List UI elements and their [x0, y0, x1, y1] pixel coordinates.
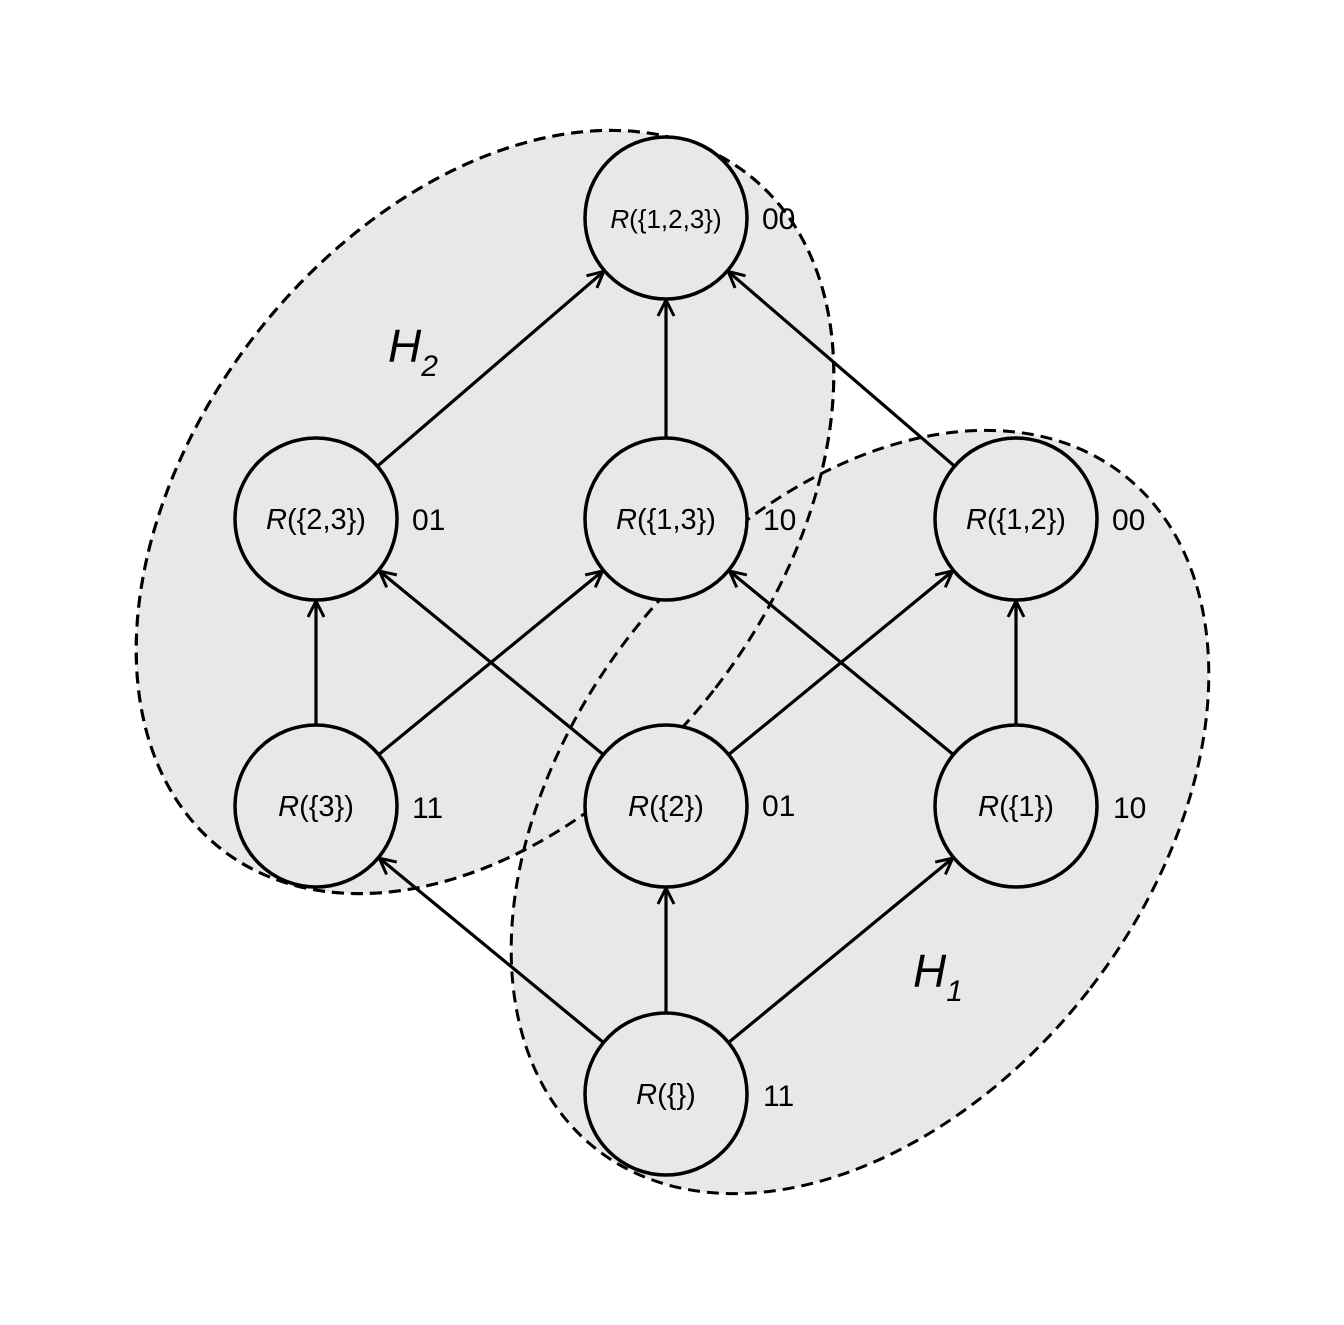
node-code: 10 — [1113, 792, 1146, 825]
node-set: ({1,2}) — [987, 504, 1066, 536]
node-circle — [583, 1011, 749, 1177]
node-prefix: R — [636, 1079, 657, 1111]
node-set: ({2}) — [649, 791, 704, 823]
node-r-3: R({3}) 11 — [233, 723, 443, 889]
node-circle — [583, 723, 749, 889]
node-code: 00 — [1112, 504, 1145, 537]
edge-arrow-n12-to-n123 — [728, 271, 956, 468]
node-set: ({1,2,3}) — [629, 204, 722, 234]
region-label-h2: H2 — [388, 320, 438, 383]
region-h1 — [509, 428, 1211, 1196]
node-circle — [233, 723, 399, 889]
node-set: ({2,3}) — [287, 504, 366, 536]
node-prefix: R — [966, 504, 987, 536]
edge-arrow-n1-to-n13 — [729, 571, 955, 756]
region-h1-subscript: 1 — [946, 975, 963, 1008]
region-label-h1: H1 — [913, 945, 963, 1008]
node-code: 10 — [763, 504, 796, 537]
node-circle — [933, 723, 1099, 889]
region-h2-name: H — [388, 320, 422, 372]
node-label: R({2,3}) — [266, 504, 366, 536]
node-r-13: R({1,3}) 10 — [583, 436, 796, 602]
edges — [316, 271, 1016, 1044]
node-r-123: R({1,2,3}) 00 — [583, 135, 795, 301]
edge-arrow-n0-to-n3 — [379, 858, 605, 1044]
node-set: ({1}) — [999, 791, 1054, 823]
node-label: R({3}) — [278, 791, 354, 823]
node-label: R({1,3}) — [616, 504, 716, 536]
node-prefix: R — [610, 204, 629, 234]
node-r-empty: R({}) 11 — [583, 1011, 794, 1177]
region-h1-name: H — [913, 945, 947, 997]
node-label: R({}) — [636, 1079, 696, 1111]
node-circle — [583, 436, 749, 602]
node-set: ({1,3}) — [637, 504, 716, 536]
node-set: ({}) — [657, 1079, 696, 1111]
node-r-23: R({2,3}) 01 — [233, 436, 445, 602]
edge-arrow-n0-to-n1 — [727, 858, 953, 1044]
node-r-1: R({1}) 10 — [933, 723, 1146, 889]
node-code: 11 — [763, 1080, 794, 1113]
node-prefix: R — [978, 791, 999, 823]
node-circle — [583, 135, 749, 301]
node-label: R({1,2}) — [966, 504, 1066, 536]
node-code: 01 — [762, 790, 795, 823]
node-prefix: R — [616, 504, 637, 536]
node-code: 11 — [412, 792, 443, 825]
node-label: R({1}) — [978, 791, 1054, 823]
node-prefix: R — [266, 504, 287, 536]
node-circle — [233, 436, 399, 602]
node-label: R({2}) — [628, 791, 704, 823]
node-label: R({1,2,3}) — [610, 204, 721, 234]
region-h2-subscript: 2 — [420, 350, 438, 383]
edge-arrow-n23-to-n123 — [376, 271, 603, 468]
node-prefix: R — [278, 791, 299, 823]
node-r-12: R({1,2}) 00 — [933, 436, 1145, 602]
node-r-2: R({2}) 01 — [583, 723, 795, 889]
node-circle — [933, 436, 1099, 602]
node-code: 01 — [412, 504, 445, 537]
node-code: 00 — [762, 203, 795, 236]
node-prefix: R — [628, 791, 649, 823]
edge-arrow-n2-to-n23 — [379, 571, 605, 756]
node-set: ({3}) — [299, 791, 354, 823]
